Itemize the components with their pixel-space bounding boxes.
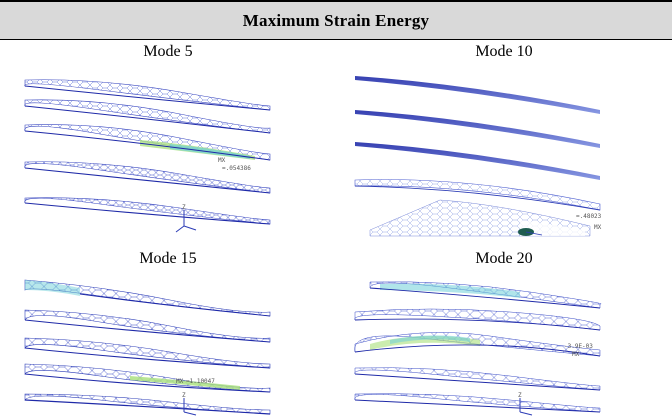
layer-3-mesh: -3.9E-03 MX <box>354 332 601 358</box>
mode-10-plot: =.48023 MX <box>350 70 612 240</box>
mode-20-label: Mode 20 <box>475 250 533 267</box>
layer-1-mesh <box>369 281 602 309</box>
mode-15-value: =1.10047 <box>186 378 215 385</box>
layer-3-mesh <box>24 337 271 369</box>
layer-5-mesh <box>24 393 271 415</box>
mode-10-label: Mode 10 <box>475 43 533 60</box>
layer-3-beam <box>355 142 600 180</box>
table-top-rule <box>0 0 672 2</box>
mode-20-mx-label: MX <box>572 351 580 358</box>
layer-5-mesh: =.48023 MX <box>369 199 602 237</box>
table-header: Maximum Strain Energy <box>0 2 672 40</box>
layer-1-mesh <box>24 279 271 317</box>
mode-20-axis-triad: Z <box>518 392 533 416</box>
mode-15-triad-label: Z <box>182 392 186 399</box>
mode-15-axis-triad: Z <box>182 392 197 416</box>
mode-15-plot: MX =1.10047 Z <box>20 276 282 416</box>
layer-2-mesh <box>24 99 271 134</box>
table-title: Maximum Strain Energy <box>242 10 430 30</box>
layer-4-mesh <box>354 367 601 391</box>
mode-15-mx-label: MX <box>176 378 184 385</box>
mode-20-plot: -3.9E-03 MX Z <box>350 276 612 416</box>
layer-4-mesh <box>24 161 271 194</box>
layer-1-beam <box>355 76 600 114</box>
mode-5-value: =.054386 <box>222 165 251 172</box>
layer-4-mesh: MX =1.10047 <box>24 363 271 393</box>
mode-10-mx-label: MX <box>594 224 602 231</box>
mode-10-value: =.48023 <box>576 213 602 220</box>
mode-5-triad-label: Z <box>182 204 186 211</box>
mode-5-mx-label: MX <box>218 157 226 164</box>
mode-10-axis-triad <box>518 228 543 236</box>
mode-5-label: Mode 5 <box>143 43 193 60</box>
layer-1-mesh <box>24 79 271 111</box>
mode-20-value: -3.9E-03 <box>564 343 593 350</box>
mode-20-triad-label: Z <box>518 392 522 399</box>
layer-5-mesh <box>354 393 601 413</box>
layer-5-mesh <box>24 197 271 225</box>
layer-4-mesh <box>354 179 601 211</box>
mode-5-plot: MX =.054386 Z <box>20 70 280 240</box>
mode-5-axis-triad: Z <box>175 204 197 233</box>
layer-2-mesh <box>24 309 271 343</box>
layer-3-mesh: MX =.054386 <box>24 124 271 172</box>
layer-2-beam <box>355 110 600 148</box>
layer-2-mesh <box>354 308 601 331</box>
mode-15-label: Mode 15 <box>139 250 197 267</box>
